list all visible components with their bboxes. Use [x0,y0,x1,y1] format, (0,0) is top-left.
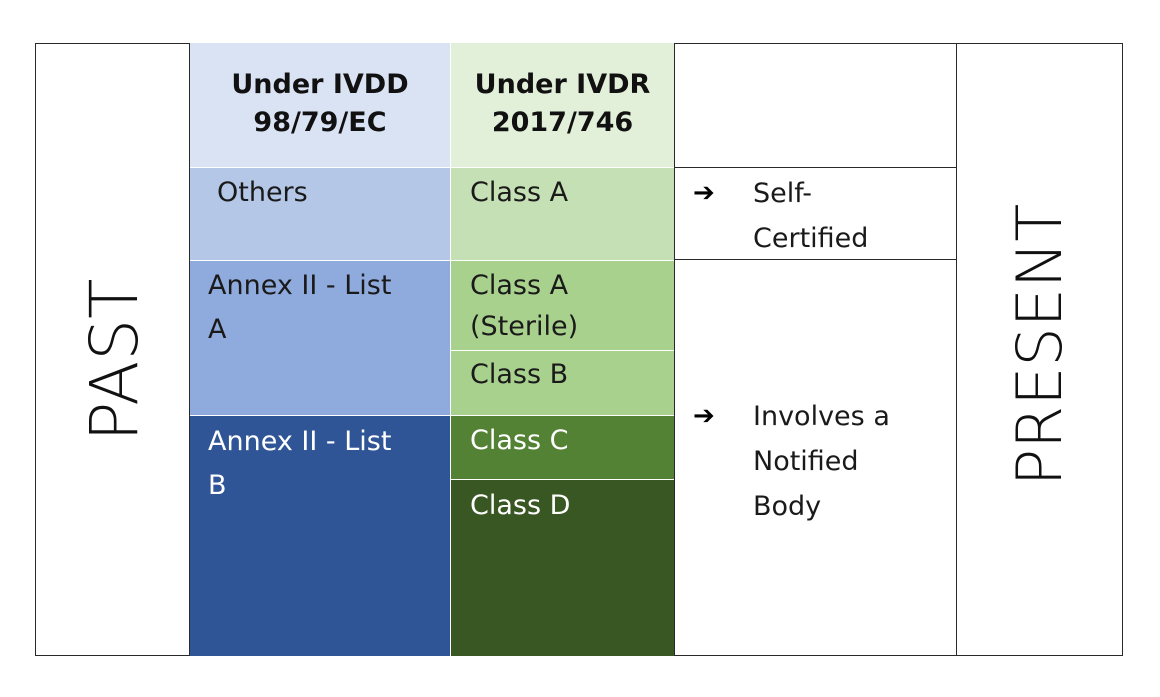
ivdr-class-a: Class A [451,168,674,260]
grid-line [189,43,190,656]
notified-body-line-3: Body [753,491,822,522]
ivdr-header-line-1: Under IVDR [474,69,651,100]
ivdd-header-line-2: 98/79/EC [253,107,387,138]
self-certified-outcome: Self- Certified [753,171,868,261]
divider [450,43,451,656]
notified-body-line-2: Notified [753,446,859,477]
self-certified-line-2: Certified [753,223,869,254]
ivdr-class-b: Class B [451,351,674,415]
self-certified-line-1: Self- [753,178,813,209]
ivdr-class-b-line-1: Class B [470,359,569,390]
ivdr-class-a-line-1: Class A [470,177,569,208]
past-label: PAST [76,278,153,442]
ivdd-group-list-b-line-2: B [208,470,227,501]
ivdd-group-list-a-line-2: A [208,314,227,345]
ivdr-class-a-sterile-line-1: Class A [470,270,569,301]
ivdr-class-d: Class D [451,480,674,656]
ivdd-group-others-line-1: Others [217,177,308,208]
ivdd-group-list-a: Annex II - List A [189,261,451,415]
grid-line [674,167,956,168]
arrow-icon: ➔ [693,178,715,208]
ivdr-header-line-2: 2017/746 [491,107,634,138]
grid-line [674,259,956,260]
ivdr-class-c-line-1: Class C [470,425,569,456]
ivdd-header-line-1: Under IVDD [231,69,409,100]
divider [451,479,674,480]
ivdd-group-list-b-line-1: Annex II - List [208,426,392,457]
ivdd-header: Under IVDD 98/79/EC [189,43,451,167]
ivdd-group-list-b: Annex II - List B [189,416,451,656]
ivdr-class-a-sterile-line-2: (Sterile) [470,311,579,342]
ivdr-class-c: Class C [451,416,674,479]
present-label: PRESENT [1003,203,1076,487]
ivdr-class-d-line-1: Class D [470,490,571,521]
divider [451,350,674,351]
ivdr-class-a-sterile: Class A (Sterile) [451,261,674,350]
ivdd-group-list-a-line-1: Annex II - List [208,270,392,301]
ivdr-header: Under IVDR 2017/746 [451,43,674,167]
grid-line [956,43,957,656]
ivdd-group-others: Others [189,168,451,260]
arrow-icon: ➔ [693,401,715,431]
divider [189,415,674,416]
notified-body-outcome: Involves a Notified Body [753,394,890,529]
grid-line [674,43,675,656]
divider [189,260,674,261]
notified-body-line-1: Involves a [753,401,890,432]
